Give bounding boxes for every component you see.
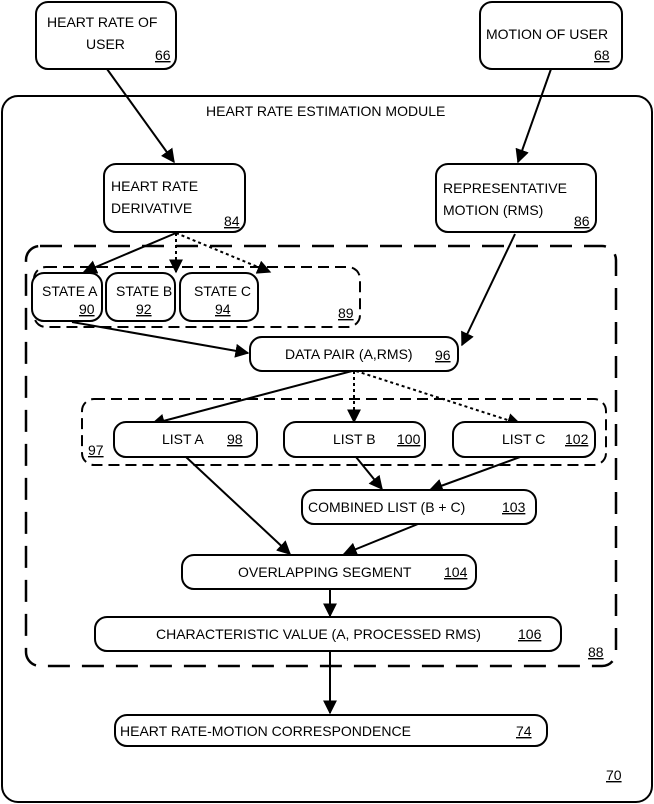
edge-datapair-to-list-c xyxy=(356,371,520,424)
svg-text:LIST A: LIST A xyxy=(162,431,204,447)
svg-text:MOTION (RMS): MOTION (RMS) xyxy=(443,202,543,218)
node-state-a: STATE A 90 xyxy=(32,273,102,321)
edge-list-c-to-combined xyxy=(430,457,520,490)
svg-text:104: 104 xyxy=(444,564,468,580)
svg-text:OVERLAPPING SEGMENT: OVERLAPPING SEGMENT xyxy=(238,564,412,580)
svg-text:68: 68 xyxy=(594,47,610,63)
processing-region-ref: 88 xyxy=(588,644,604,660)
svg-text:96: 96 xyxy=(435,347,451,363)
module-title: HEART RATE ESTIMATION MODULE xyxy=(206,103,445,119)
svg-text:74: 74 xyxy=(516,723,532,739)
node-state-c: STATE C 94 xyxy=(180,273,258,321)
svg-text:98: 98 xyxy=(227,431,243,447)
edge-list-b-to-combined xyxy=(356,457,382,489)
svg-text:COMBINED LIST (B + C): COMBINED LIST (B + C) xyxy=(308,499,465,515)
svg-text:USER: USER xyxy=(86,36,125,52)
edge-rms-to-datapair xyxy=(462,234,515,345)
svg-text:94: 94 xyxy=(215,301,231,317)
svg-text:STATE B: STATE B xyxy=(116,283,172,299)
edge-hr-to-derivative xyxy=(107,69,174,162)
node-representative-motion: REPRESENTATIVE MOTION (RMS) 86 xyxy=(436,164,596,232)
node-list-c: LIST C 102 xyxy=(453,422,595,457)
node-heart-rate-derivative: HEART RATE DERIVATIVE 84 xyxy=(104,164,245,232)
svg-text:MOTION OF USER: MOTION OF USER xyxy=(486,26,608,42)
module-ref: 70 xyxy=(606,767,622,783)
svg-text:106: 106 xyxy=(518,626,542,642)
edge-combined-to-overlap xyxy=(344,524,418,554)
svg-text:86: 86 xyxy=(574,213,590,229)
svg-text:92: 92 xyxy=(136,301,152,317)
svg-text:LIST C: LIST C xyxy=(502,431,545,447)
edge-derivative-to-state-a xyxy=(84,233,176,272)
edge-list-a-to-overlap xyxy=(186,457,290,554)
node-list-a: LIST A 98 xyxy=(114,422,257,457)
state-group-ref: 89 xyxy=(338,305,354,321)
node-characteristic-value: CHARACTERISTIC VALUE (A, PROCESSED RMS) … xyxy=(95,617,561,651)
svg-text:HEART RATE OF: HEART RATE OF xyxy=(47,14,157,30)
svg-text:REPRESENTATIVE: REPRESENTATIVE xyxy=(443,180,567,196)
node-heart-rate-motion-correspondence: HEART RATE-MOTION CORRESPONDENCE 74 xyxy=(115,715,547,746)
svg-text:84: 84 xyxy=(224,213,240,229)
node-overlapping-segment: OVERLAPPING SEGMENT 104 xyxy=(182,555,476,589)
svg-text:100: 100 xyxy=(397,431,421,447)
svg-text:103: 103 xyxy=(502,499,526,515)
node-list-b: LIST B 100 xyxy=(284,422,425,457)
node-data-pair: DATA PAIR (A,RMS) 96 xyxy=(250,337,458,371)
svg-text:HEART RATE: HEART RATE xyxy=(111,178,198,194)
svg-text:CHARACTERISTIC VALUE (A, PROCE: CHARACTERISTIC VALUE (A, PROCESSED RMS) xyxy=(156,626,481,642)
svg-text:66: 66 xyxy=(155,47,171,63)
node-motion-of-user: MOTION OF USER 68 xyxy=(480,2,622,69)
edge-motion-to-rms xyxy=(518,69,551,162)
node-combined-list: COMBINED LIST (B + C) 103 xyxy=(302,490,536,524)
edge-datapair-to-list-a xyxy=(152,371,352,424)
svg-text:STATE C: STATE C xyxy=(194,283,251,299)
svg-text:102: 102 xyxy=(565,431,589,447)
svg-text:STATE A: STATE A xyxy=(42,283,98,299)
svg-text:HEART RATE-MOTION CORRESPONDEN: HEART RATE-MOTION CORRESPONDENCE xyxy=(120,723,411,739)
svg-text:DATA PAIR (A,RMS): DATA PAIR (A,RMS) xyxy=(285,346,413,362)
node-heart-rate-of-user: HEART RATE OF USER 66 xyxy=(36,2,176,69)
node-state-b: STATE B 92 xyxy=(106,273,175,321)
list-group-ref: 97 xyxy=(88,442,104,458)
svg-text:DERIVATIVE: DERIVATIVE xyxy=(111,200,192,216)
svg-text:LIST B: LIST B xyxy=(333,431,376,447)
svg-text:90: 90 xyxy=(79,301,95,317)
